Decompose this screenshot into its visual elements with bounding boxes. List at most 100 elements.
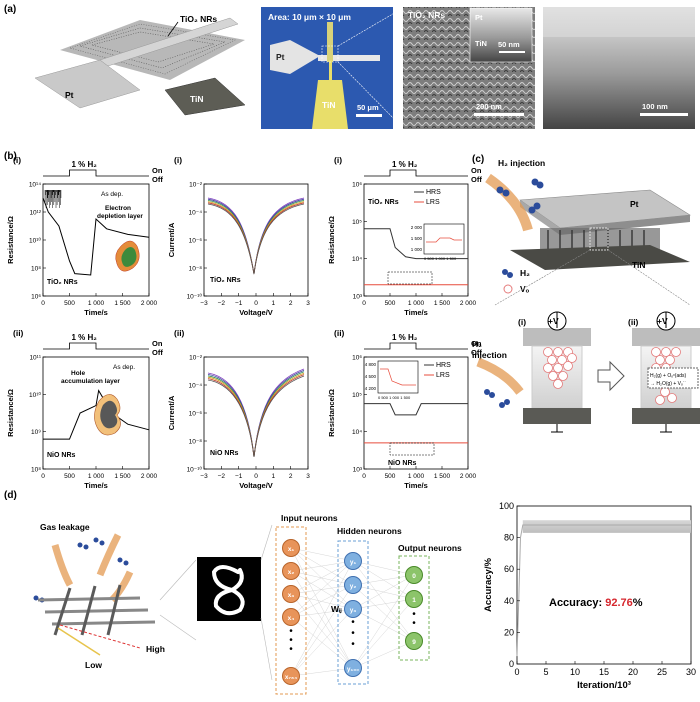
p2-xtick-label: −1: [235, 300, 243, 307]
acc-ytick-label: 80: [504, 533, 514, 543]
c-plusv-i: +V: [548, 316, 559, 326]
nn-weight-edge: [352, 574, 415, 586]
p1-ytick-label: 10¹⁴: [29, 182, 41, 189]
p5-xtick-label: 1: [272, 473, 276, 480]
nn-weight-edge: [290, 593, 354, 610]
p6-legend-hrs: HRS: [436, 362, 451, 369]
oxygen-vacancy: [547, 355, 557, 365]
nn-weight-edge: [352, 560, 415, 576]
acc-ytick-label: 100: [499, 501, 514, 511]
p4-xtick-label: 2 000: [141, 473, 158, 480]
input-ellipsis: •: [289, 635, 293, 646]
p6-inset-ytick: 4 800: [365, 362, 377, 367]
p6-inset-ytick: 4 500: [365, 374, 377, 379]
device-3d: [510, 189, 691, 270]
p4-h2-label: 1 % H₂: [72, 333, 98, 342]
nn-weight-edge: [290, 584, 354, 595]
c-h2-injection: H₂ injection: [498, 158, 545, 168]
p6-xtick-label: 1 500: [434, 473, 451, 480]
p5-ytick-label: 10⁻⁶: [189, 411, 203, 418]
acc-ylabel: Accuracy/%: [483, 558, 494, 612]
p1-legend: As dep.: [101, 191, 123, 198]
acc-xtick-label: 0: [514, 667, 519, 677]
p2-ytick-label: 10⁻¹⁰: [187, 293, 203, 301]
input-neuron-label: x₄: [288, 615, 295, 622]
oxygen-vacancy: [558, 371, 568, 381]
nn-weight-edge: [290, 593, 354, 669]
p2-xlabel: Voltage/V: [239, 308, 273, 317]
nn-weight-edge: [290, 667, 354, 677]
input-neuron-label: x₂: [288, 569, 295, 576]
nn-weight-edge: [290, 608, 354, 677]
oxygen-vacancy: [543, 363, 553, 373]
output-neuron-label: 0: [412, 573, 416, 580]
acc-xtick-label: 15: [599, 667, 609, 677]
output-neuron-label: 9: [412, 639, 416, 646]
p3-inset-ytick: 1 500: [411, 236, 423, 241]
p2-ylabel: Current/A: [167, 222, 176, 257]
p3-xtick-label: 1 500: [434, 300, 451, 307]
p3-legend-lrs: LRS: [426, 199, 440, 206]
panel-c-label: (c): [472, 154, 484, 165]
p1-off-label: Off: [152, 175, 163, 184]
p1-xtick-label: 0: [41, 300, 45, 307]
p2-ytick-label: 10⁻⁸: [189, 266, 203, 273]
p1-annot-1: Electron: [105, 205, 131, 212]
p6-ytick-label: 10⁶: [352, 355, 362, 362]
output-ellipsis: •: [412, 609, 416, 620]
p4-core-shape: [100, 400, 118, 429]
p1-ytick-label: 10⁶: [31, 294, 41, 301]
p3-ytick-label: 10⁵: [352, 219, 362, 226]
c-ii-label: (ii): [628, 317, 639, 327]
h2-flow-arrow: [485, 173, 533, 232]
reaction-box: [647, 367, 699, 389]
high-label: High: [146, 644, 165, 654]
p3-inset: [423, 223, 465, 255]
p3-xtick-label: 500: [385, 300, 396, 307]
p3-sample: TiO₂ NRs: [368, 199, 399, 206]
p1-ytick-label: 10⁸: [31, 266, 41, 273]
oxygen-vacancy: [563, 361, 573, 371]
p5-iv-curve: [207, 375, 305, 458]
c-tin-label: TiN: [632, 260, 646, 270]
panel-b-label: (b): [4, 151, 17, 162]
p3-inset-series: [426, 237, 462, 243]
p1-ytick-label: 10¹⁰: [29, 237, 41, 245]
p1-xtick-label: 500: [64, 300, 75, 307]
input-neuron-label: x₁: [288, 546, 295, 553]
p4-series-0: [43, 389, 150, 440]
p3-ylabel: Resistance/Ω: [327, 216, 336, 264]
p2-xtick-label: −3: [200, 300, 208, 307]
p4-xtick-label: 1 000: [88, 473, 105, 480]
hidden-neuron-label: y₃: [350, 607, 357, 614]
legend-h2-label: H₂: [520, 268, 530, 278]
p6-zoom-box: [389, 442, 435, 456]
injection-arrow: [476, 357, 524, 395]
reaction-line-1: H₂(g) + Oₒˣ(ads): [650, 373, 687, 379]
acc-ytick-label: 60: [504, 564, 514, 574]
p6-on-label: On: [471, 339, 482, 348]
schematic-tin-label: TiN: [190, 94, 204, 104]
p6-ylabel: Resistance/Ω: [327, 389, 336, 437]
sem-scale: 200 nm: [476, 102, 502, 111]
optical-scale-label: 50 μm: [357, 103, 379, 112]
p6-xtick-label: 1 000: [408, 473, 425, 480]
p2-ytick-label: 10⁻²: [189, 182, 203, 189]
input-neuron: [282, 608, 300, 626]
sem2-scale: 100 nm: [642, 102, 668, 111]
nanorod-grid: [68, 23, 236, 75]
p3-series-0: [364, 228, 468, 260]
reaction-line-2: → H₂O(g) + Vₒ˙˙: [650, 381, 686, 387]
p3-xtick-label: 0: [362, 300, 366, 307]
sem-image-cross-section: [543, 7, 695, 129]
input-neurons-label: Input neurons: [281, 513, 338, 523]
nn-weight-edge: [290, 547, 354, 610]
p6-h2-pulse: [364, 342, 468, 350]
nn-weight-edge: [352, 574, 415, 610]
output-neuron-label: 1: [412, 597, 416, 604]
nn-weight-edge: [290, 560, 354, 572]
panel-a-label: (a): [4, 4, 16, 15]
p3-ytick-label: 10⁶: [352, 182, 362, 189]
